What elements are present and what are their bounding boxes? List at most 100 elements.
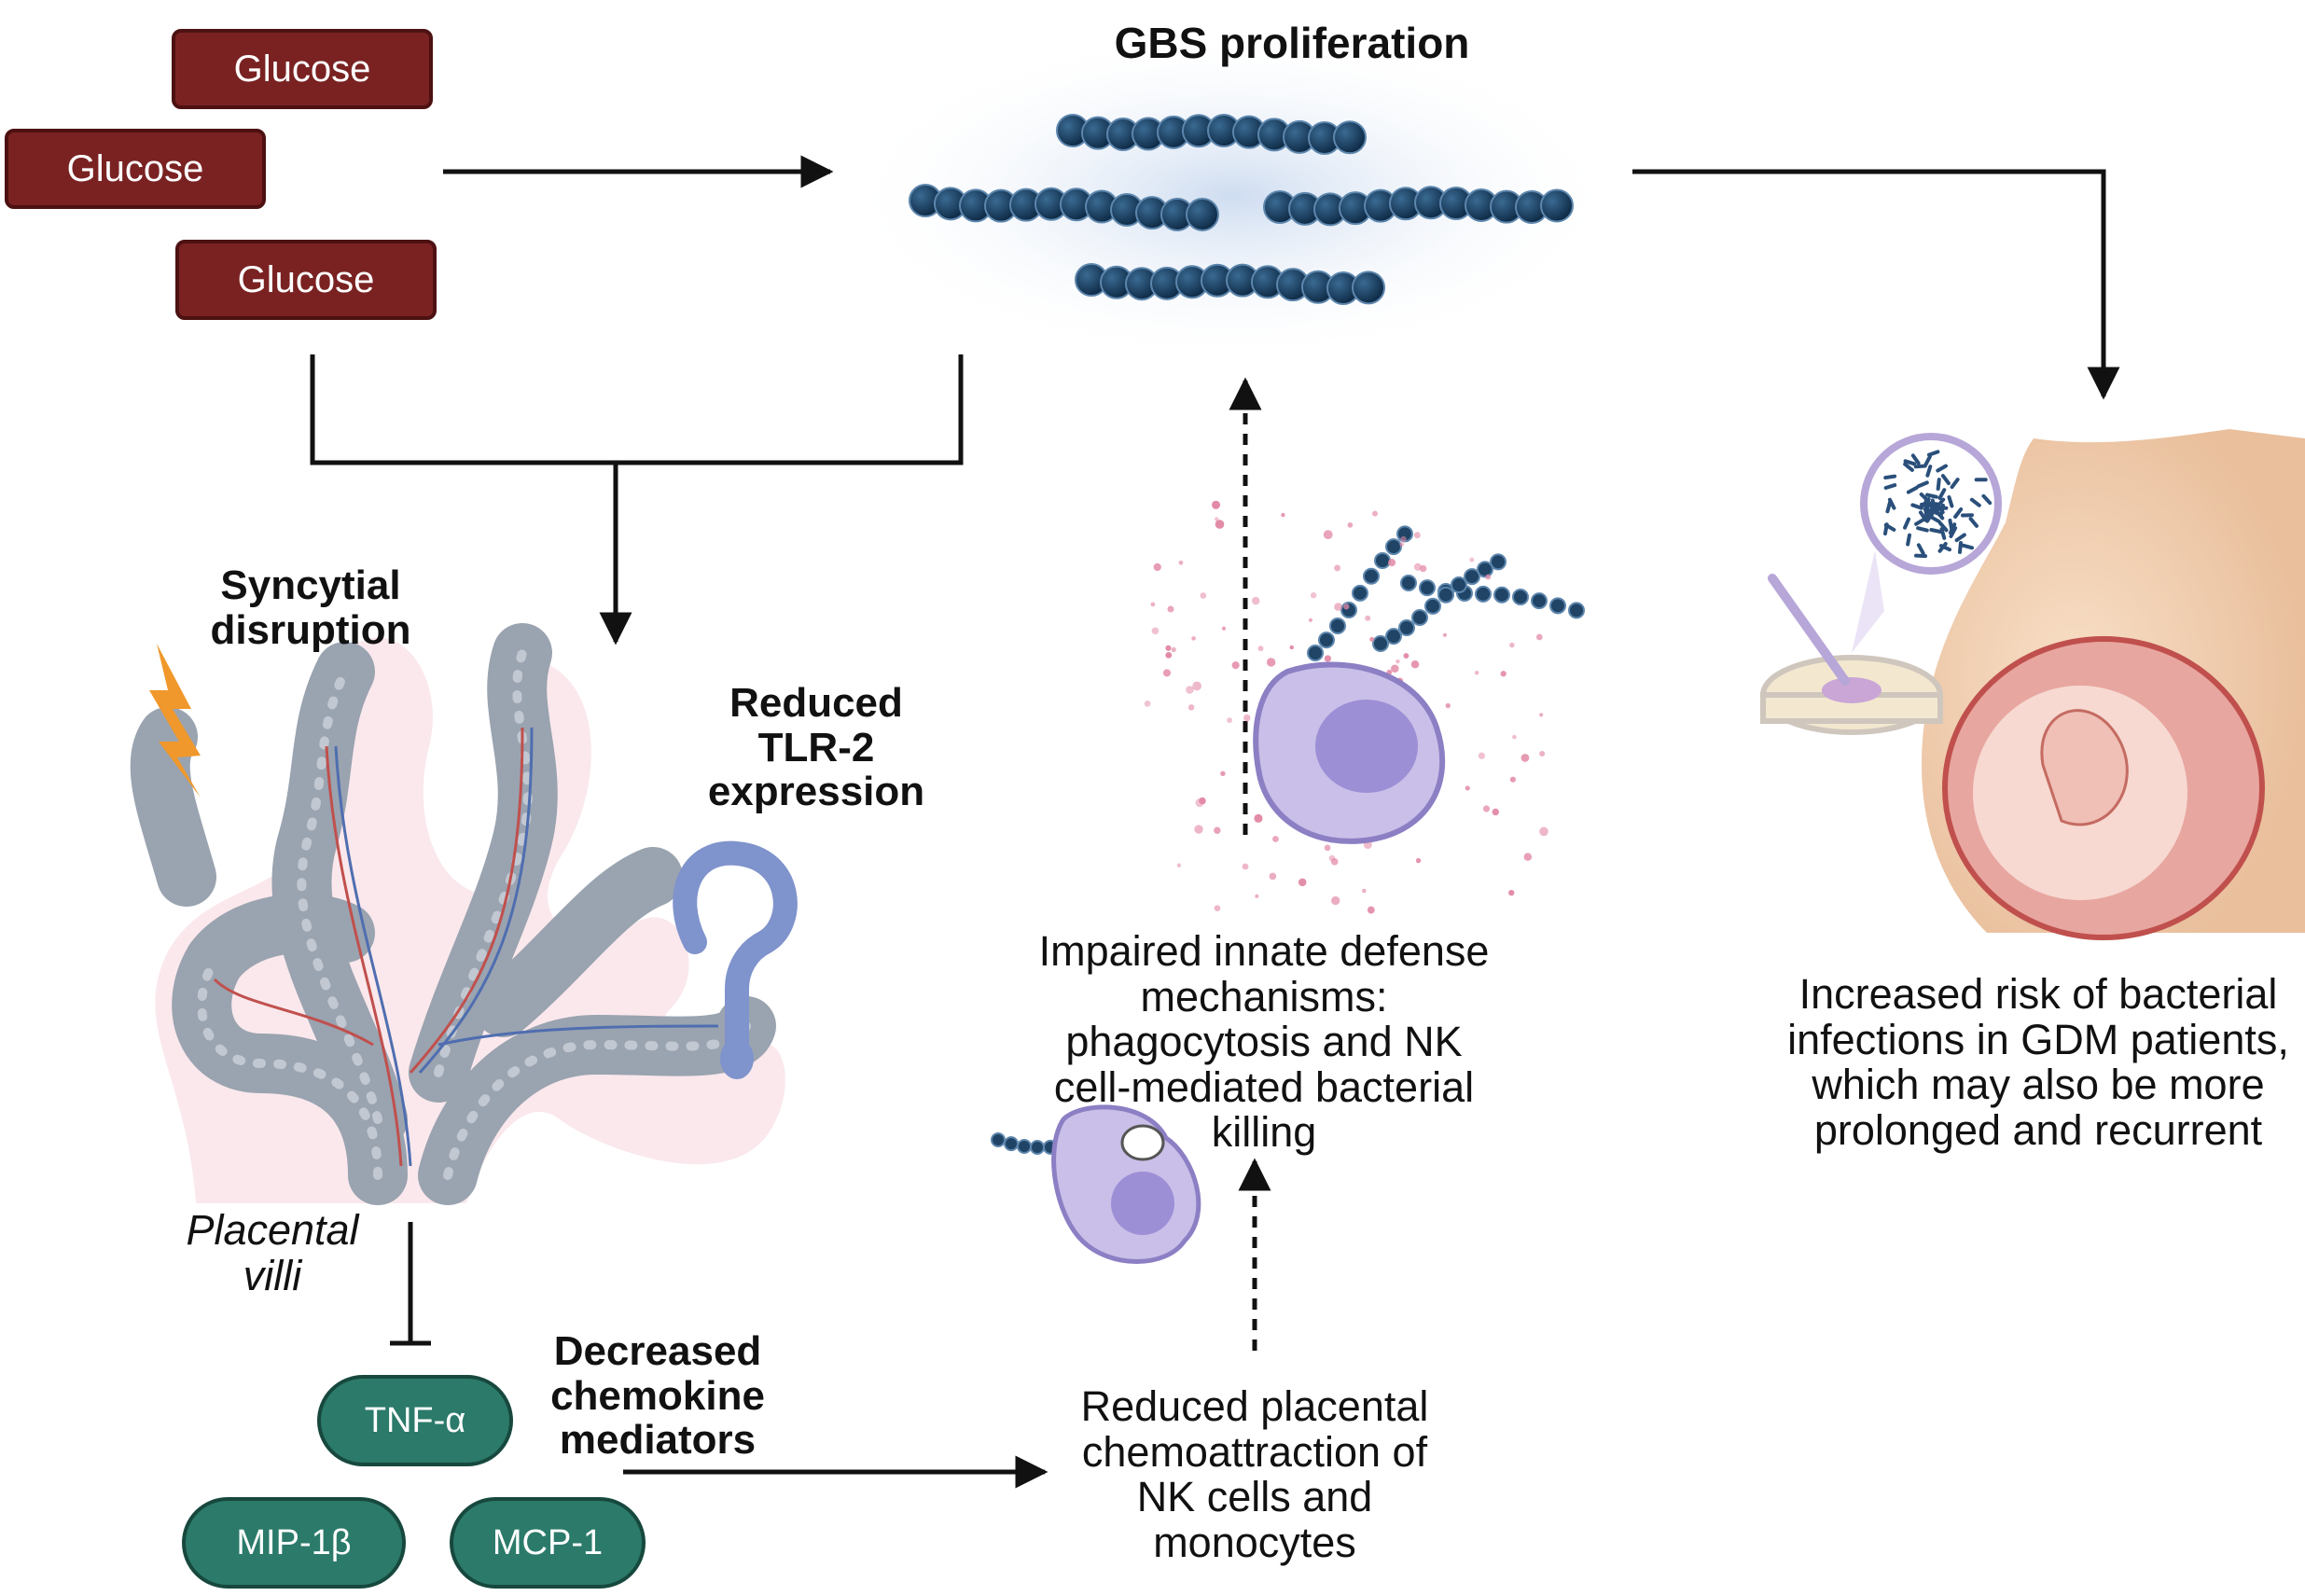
microscope-bacterium [1954,533,1966,543]
gbs-bacteria-cluster-icon [840,28,1623,1163]
microscope-bacterium [1936,464,1949,473]
bacteria-bead [1329,617,1346,634]
cytokine-dot [1410,659,1420,669]
bacteria-bead [1400,575,1417,591]
microscope-bacterium [1937,488,1947,500]
cytokine-dot [1474,671,1479,675]
microscope-bacterium [1927,507,1940,516]
chemokine-title: Decreased chemokine mediators [550,1328,765,1464]
bacteria-bead [1540,188,1574,223]
cytokine-dot [1200,592,1207,599]
cytokine-dot [1221,626,1227,631]
cytokine-dot [1539,713,1544,717]
cytokine-dot [1242,863,1249,870]
microscope-bacterium [1883,474,1897,480]
microscope-bacterium [1925,493,1938,499]
cytokine-dot [1509,776,1516,783]
cytokine-dot [1328,854,1336,862]
cytokine-dot [1243,714,1251,722]
cytokine-dot [1485,574,1492,580]
tlr2-receptor-icon [673,840,798,1079]
microscope-bacterium [1949,526,1958,538]
glucose-box-2: Glucose [5,129,266,209]
microscope-bacterium [1937,520,1949,533]
microscope-bacterium [1916,526,1929,533]
cytokine-dot [1520,754,1530,762]
microscope-bacterium [1957,540,1963,554]
microscope-bacterium [1936,502,1945,515]
cytokine-dot [1199,797,1206,805]
microscope-bacterium [1906,485,1919,494]
microscope-bacterium [1961,543,1975,550]
cytokine-dot [1153,562,1161,572]
cytokine-dot [1399,542,1404,548]
bacteria-bead [1352,271,1385,305]
cytokine-dot [1323,530,1333,540]
bacteria-bead [1352,584,1368,602]
bacteria-bead [1333,120,1367,155]
tlr2-label: Reduced TLR-2 expression [707,680,925,815]
cytokine-dot [1310,592,1317,599]
chemokine-tnf-alpha: TNF-α [317,1375,513,1466]
microscope-bacterium [1939,527,1947,540]
cytokine-dot [1442,632,1448,637]
bacteria-bead [1363,567,1380,585]
cytokine-dot [1220,770,1226,777]
cytokine-dot [1478,752,1485,759]
cytokine-dot [1192,681,1202,691]
cytokine-dot [1539,826,1548,837]
bacteria-bead [1004,1136,1019,1152]
cytokine-dot [1388,559,1396,567]
cytokine-dot [1150,602,1156,607]
bacteria-bead [1490,553,1507,571]
gbs-to-risk-arrow [1632,169,2120,400]
cytokine-dot [1367,906,1375,914]
chemoattraction-text: Reduced placental chemoattraction of NK … [1080,1382,1429,1566]
cytokine-dot [1162,669,1172,677]
cytokine-dot [1269,872,1277,881]
microscope-bacterium [1910,453,1921,465]
cytokine-dot [1469,557,1475,562]
cytokine-dot [1343,604,1350,610]
inhibition-line [390,1222,431,1346]
microscope-bacterium [1906,533,1911,547]
cytokine-dot [1324,655,1332,662]
cytokine-dot [1151,627,1159,635]
microscope-bacterium [1981,493,1993,506]
bacteria-bead [1512,589,1529,606]
cytokine-dot [1535,633,1543,641]
cytokine-dot [1347,522,1354,528]
bacteria-bead [1318,631,1335,649]
glucose-box-3: Glucose [175,240,437,320]
bacteria-bead [1424,597,1441,615]
cytokine-dot [1400,535,1407,543]
placental-villi-icon [130,623,785,1205]
cytokine-dot [1212,500,1221,509]
cytokine-dot [1227,717,1232,724]
cytokine-dot [1391,664,1399,673]
microscope-bacterium [1929,528,1943,534]
microscope-bacterium [1903,459,1917,466]
cytokine-dot [1465,785,1470,791]
bacteria-bead [1549,597,1566,615]
cytokine-dot [1403,653,1409,659]
bacteria-bead [1419,579,1436,597]
cytokine-dot [1165,651,1173,659]
bacteria-bead [1307,645,1324,661]
cytokine-dot [1214,905,1221,912]
cytokine-dot [1413,532,1421,539]
cytokine-dot [1289,645,1294,650]
cytokine-dot [1331,895,1340,906]
cytokine-dot [1281,512,1285,518]
bacteria-bead [1531,592,1548,610]
glucose-box-1: Glucose [172,29,433,109]
cytokine-dot [1186,686,1194,694]
bacteria-bead [1464,568,1480,586]
bacteria-bead [1186,197,1219,231]
cytokine-dot [1372,510,1378,517]
microscope-bacterium [1969,497,1981,507]
microscope-bacterium [1926,450,1940,457]
cytokine-dot [1415,857,1422,864]
bacteria-bead [1493,586,1510,604]
cytokine-dot [1257,645,1264,652]
